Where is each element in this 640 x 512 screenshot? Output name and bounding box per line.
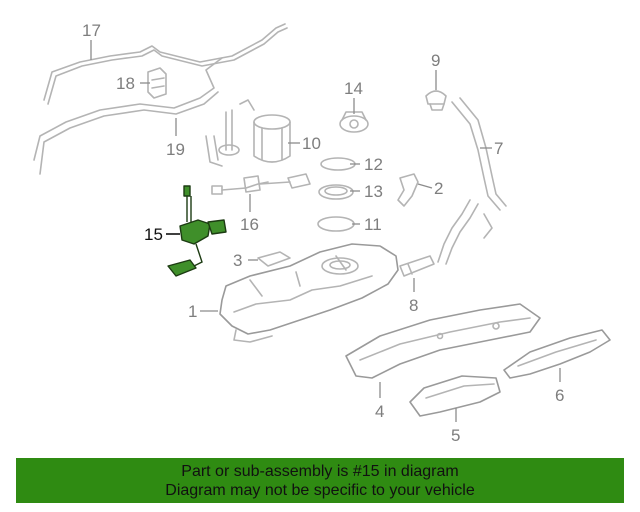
callout-15: 15 (144, 225, 163, 244)
part-3-pad (257, 251, 291, 267)
callout-4: 4 (375, 402, 384, 421)
part-11-ring (317, 216, 355, 232)
info-banner: Part or sub-assembly is #15 in diagram D… (16, 458, 624, 503)
callout-12: 12 (364, 155, 383, 174)
part-10-pump-module (205, 99, 291, 167)
part-19-lines (33, 57, 223, 175)
callout-2: 2 (434, 179, 443, 198)
callout-labels: 17 18 19 14 9 10 7 12 13 2 11 16 15 3 8 … (82, 21, 564, 445)
part-16-harness (211, 173, 311, 195)
callout-7: 7 (494, 139, 503, 158)
callout-11: 11 (364, 215, 382, 234)
banner-line-part: Part or sub-assembly is #15 in diagram (181, 463, 459, 480)
part-8-hose (399, 255, 435, 277)
part-17-lines (43, 23, 288, 105)
banner-line-disclaimer: Diagram may not be specific to your vehi… (165, 482, 475, 499)
part-6-heat-shield (503, 329, 611, 379)
callout-16: 16 (240, 215, 259, 234)
callout-13: 13 (364, 182, 383, 201)
fuel-system-diagram: 17 18 19 14 9 10 7 12 13 2 11 16 15 3 8 … (33, 21, 611, 445)
part-18-bracket (147, 67, 167, 99)
part-5-shield (409, 375, 501, 417)
callout-14: 14 (344, 79, 363, 98)
callout-18: 18 (116, 74, 135, 93)
callout-6: 6 (555, 386, 564, 405)
callout-3: 3 (233, 251, 242, 270)
part-9-cap (425, 90, 447, 111)
callout-9: 9 (431, 51, 440, 70)
part-1-fuel-tank (219, 243, 399, 343)
part-4-skid-plate (345, 303, 541, 379)
callout-1: 1 (188, 302, 197, 321)
callout-19: 19 (166, 140, 185, 159)
part-2-hose (397, 173, 419, 207)
callout-10: 10 (302, 134, 321, 153)
part-14-cap (339, 111, 369, 133)
callout-5: 5 (451, 426, 460, 445)
callout-8: 8 (409, 296, 418, 315)
callout-17: 17 (82, 21, 101, 40)
part-12-ring (320, 157, 356, 171)
part-7-filler-neck (437, 97, 507, 265)
part-15-fuel-sender (167, 185, 227, 277)
leader-lines (90, 40, 561, 422)
part-13-ring (318, 184, 354, 200)
